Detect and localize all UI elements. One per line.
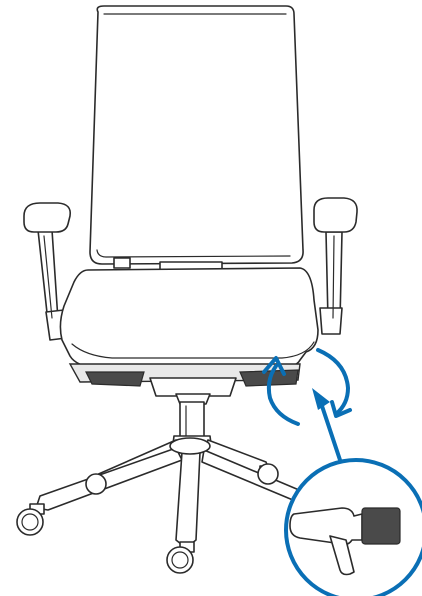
backrest: [90, 6, 303, 264]
zoom-callout-icon: [286, 460, 422, 596]
rotation-arrow-icon: [264, 350, 350, 424]
mechanism: [150, 378, 236, 404]
star-base: [36, 438, 322, 548]
pointer-arrow-icon: [312, 388, 344, 472]
caster: [167, 542, 194, 573]
caster: [86, 474, 106, 494]
caster: [17, 504, 44, 535]
right-armrest: [314, 198, 357, 334]
casters: [17, 464, 278, 573]
caster: [258, 464, 278, 484]
